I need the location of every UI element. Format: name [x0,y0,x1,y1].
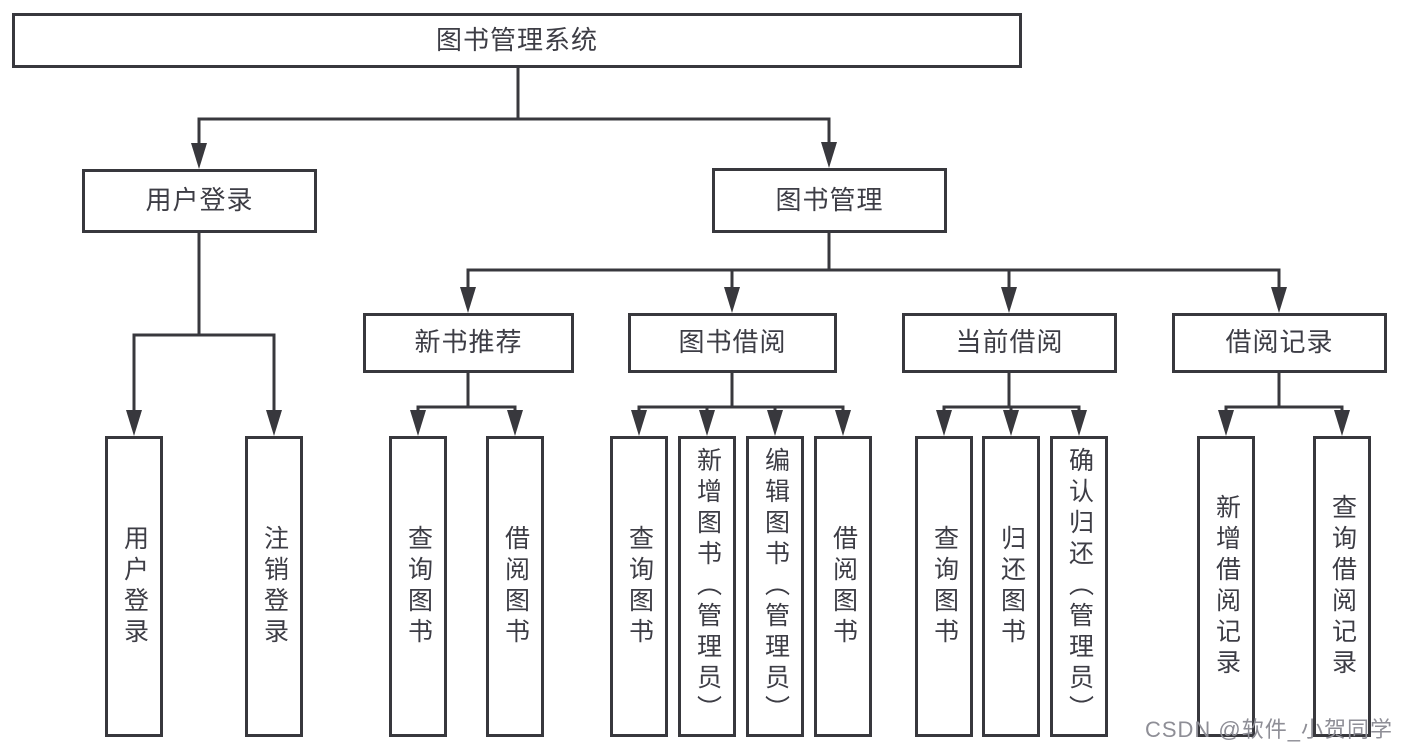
node-book-management: 图书管理 [712,168,947,233]
node-leaf-confirm-return-admin: 确认归还（管理员） [1050,436,1108,737]
node-leaf-query-books-borrowing: 查询图书 [610,436,668,737]
node-leaf-add-book-admin: 新增图书（管理员） [678,436,736,737]
node-leaf-borrow-books-recommend: 借阅图书 [486,436,544,737]
node-leaf-user-login: 用户登录 [105,436,163,737]
node-leaf-logout: 注销登录 [245,436,303,737]
node-library-system-root: 图书管理系统 [12,13,1022,68]
node-borrowing-records: 借阅记录 [1172,313,1387,373]
node-leaf-add-borrow-record: 新增借阅记录 [1197,436,1255,737]
node-leaf-edit-book-admin: 编辑图书（管理员） [746,436,804,737]
node-current-borrowing: 当前借阅 [902,313,1117,373]
node-leaf-query-books-recommend: 查询图书 [389,436,447,737]
node-leaf-query-books-current: 查询图书 [915,436,973,737]
node-leaf-return-books: 归还图书 [982,436,1040,737]
node-leaf-borrow-books: 借阅图书 [814,436,872,737]
csdn-watermark: CSDN @软件_小贺同学 [1144,717,1393,742]
node-book-borrowing: 图书借阅 [628,313,837,373]
node-new-book-recommendation: 新书推荐 [363,313,574,373]
node-leaf-query-borrow-record: 查询借阅记录 [1313,436,1371,737]
node-user-login: 用户登录 [82,169,317,233]
